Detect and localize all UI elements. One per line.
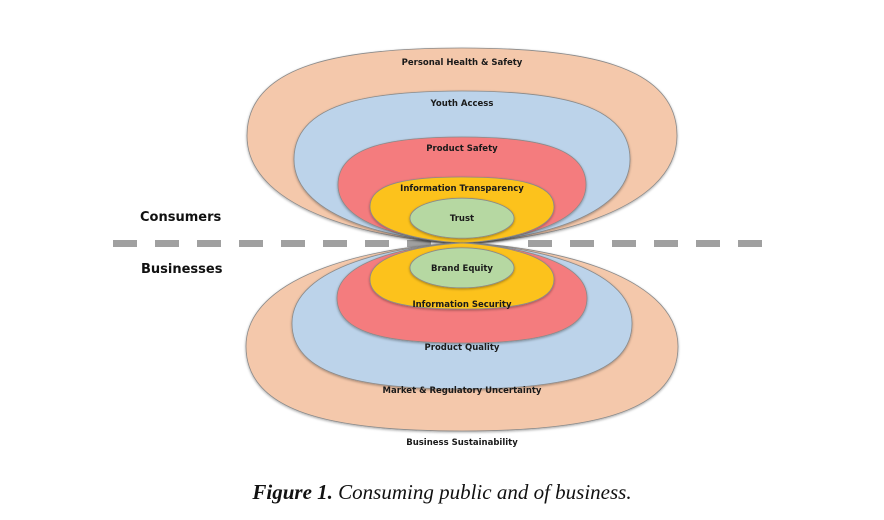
divider-dash [612, 240, 636, 247]
businesses-label-brand-equity: Brand Equity [431, 264, 493, 274]
divider-dash [738, 240, 762, 247]
businesses-layer-brand-equity [409, 247, 515, 289]
businesses-label-market-regulatory-uncertainty: Market & Regulatory Uncertainty [383, 386, 542, 396]
caption-prefix: Figure 1. [252, 480, 333, 504]
divider-dash [365, 240, 389, 247]
businesses-layers [245, 242, 679, 432]
divider-dash [155, 240, 179, 247]
consumers-label-product-safety: Product Safety [426, 144, 498, 154]
divider-dash [528, 240, 552, 247]
consumers-label-trust: Trust [450, 214, 474, 224]
figure-caption: Figure 1. Consuming public and of busine… [0, 480, 884, 505]
businesses-label-business-sustainability: Business Sustainability [406, 438, 518, 448]
consumers-layers [246, 47, 678, 244]
divider-dash [696, 240, 720, 247]
consumers-layer-trust [409, 197, 515, 239]
divider-dash [113, 240, 137, 247]
divider-dash [654, 240, 678, 247]
businesses-label-information-security: Information Security [412, 300, 512, 310]
consumers-label-information-transparency: Information Transparency [400, 184, 524, 194]
divider-dash [197, 240, 221, 247]
caption-text: Consuming public and of business. [332, 480, 632, 504]
consumers-label: Consumers [140, 210, 222, 225]
businesses-label-product-quality: Product Quality [425, 343, 500, 353]
divider-dash [281, 240, 305, 247]
consumers-label-personal-health-safety: Personal Health & Safety [402, 58, 523, 68]
businesses-label: Businesses [141, 262, 223, 277]
divider-dash [239, 240, 263, 247]
divider-dash [570, 240, 594, 247]
consumers-businesses-divider [113, 240, 762, 247]
divider-dash [323, 240, 347, 247]
divider-dash [407, 240, 431, 247]
consumers-label-youth-access: Youth Access [430, 99, 494, 109]
